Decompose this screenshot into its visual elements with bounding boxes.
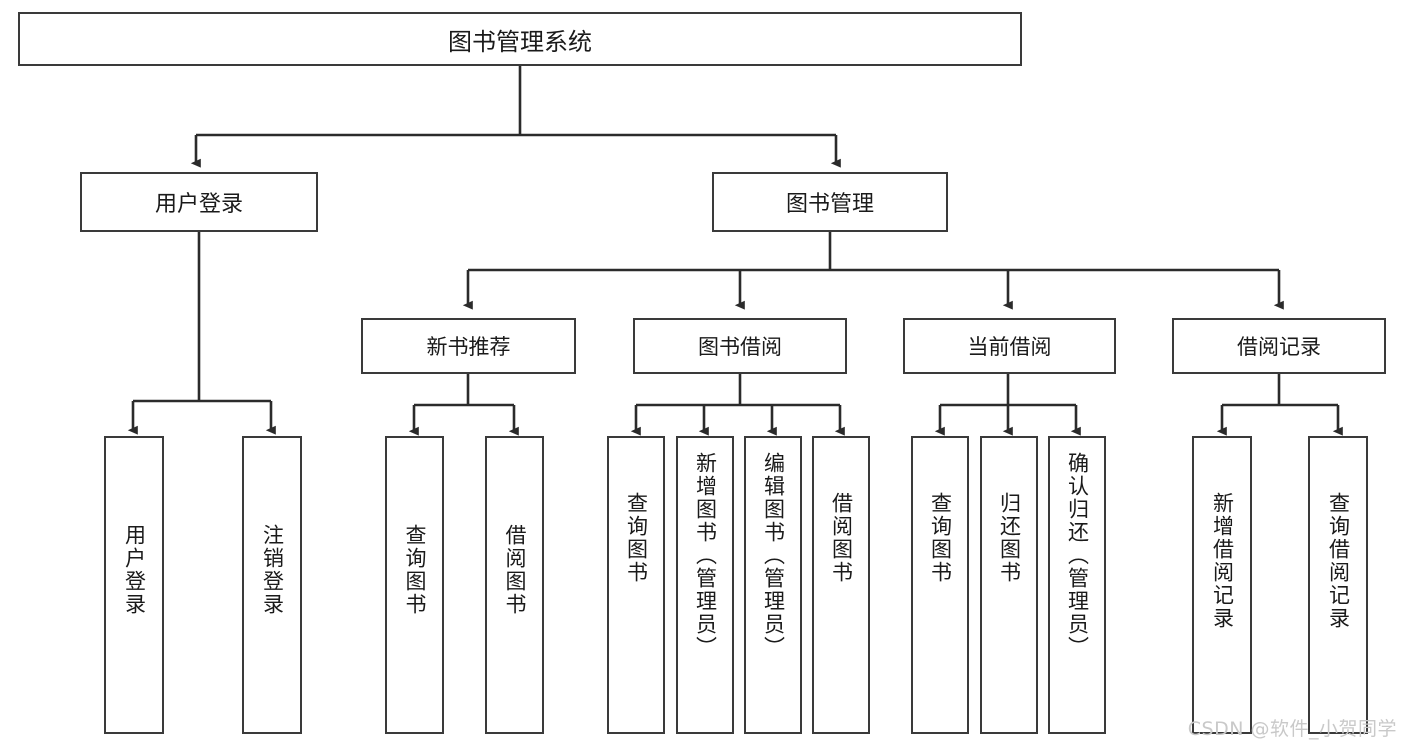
leaf-label: 归还图书: [997, 492, 1022, 584]
watermark-text: CSDN @软件_小贺同学: [1187, 718, 1397, 740]
leaf-label: 编辑图书（管理员）: [761, 452, 786, 659]
leaf-label: 查询借阅记录: [1326, 492, 1351, 630]
leaf-label: 用户登录: [122, 524, 147, 616]
leaf-label: 借阅图书: [502, 524, 527, 616]
node-root-book-management-system[interactable]: 图书管理系统: [18, 12, 1022, 66]
leaf-cb-return-book[interactable]: 归还图书: [980, 436, 1038, 734]
leaf-label: 注销登录: [260, 524, 285, 616]
node-label: 当前借阅: [967, 335, 1052, 359]
leaf-user-login[interactable]: 用户登录: [104, 436, 164, 734]
node-label: 图书管理: [785, 192, 874, 217]
leaf-bb-borrow-book[interactable]: 借阅图书: [812, 436, 870, 734]
leaf-label: 确认归还（管理员）: [1065, 452, 1090, 659]
node-label: 用户登录: [154, 192, 243, 217]
node-current-borrow[interactable]: 当前借阅: [903, 318, 1116, 374]
leaf-label: 查询图书: [402, 524, 427, 616]
leaf-br-add-record[interactable]: 新增借阅记录: [1192, 436, 1252, 734]
leaf-label: 查询图书: [624, 492, 649, 584]
leaf-logout[interactable]: 注销登录: [242, 436, 302, 734]
node-book-borrow[interactable]: 图书借阅: [633, 318, 847, 374]
leaf-label: 新增图书（管理员）: [693, 452, 718, 659]
node-user-login[interactable]: 用户登录: [80, 172, 318, 232]
leaf-nbr-borrow-book[interactable]: 借阅图书: [485, 436, 544, 734]
node-label: 图书管理系统: [448, 27, 592, 56]
leaf-nbr-query-book[interactable]: 查询图书: [385, 436, 444, 734]
leaf-bb-edit-book-admin[interactable]: 编辑图书（管理员）: [744, 436, 802, 734]
leaf-bb-add-book-admin[interactable]: 新增图书（管理员）: [676, 436, 734, 734]
leaf-label: 借阅图书: [829, 492, 854, 584]
leaf-br-query-record[interactable]: 查询借阅记录: [1308, 436, 1368, 734]
node-label: 图书借阅: [698, 335, 782, 359]
leaf-cb-query-book[interactable]: 查询图书: [911, 436, 969, 734]
node-book-management[interactable]: 图书管理: [712, 172, 948, 232]
node-label: 新书推荐: [426, 335, 511, 359]
node-new-book-recommendation[interactable]: 新书推荐: [361, 318, 576, 374]
node-label: 借阅记录: [1237, 335, 1321, 359]
leaf-label: 查询图书: [928, 492, 953, 584]
leaf-cb-confirm-return-admin[interactable]: 确认归还（管理员）: [1048, 436, 1106, 734]
leaf-bb-query-book[interactable]: 查询图书: [607, 436, 665, 734]
node-borrow-record[interactable]: 借阅记录: [1172, 318, 1386, 374]
leaf-label: 新增借阅记录: [1210, 492, 1235, 630]
